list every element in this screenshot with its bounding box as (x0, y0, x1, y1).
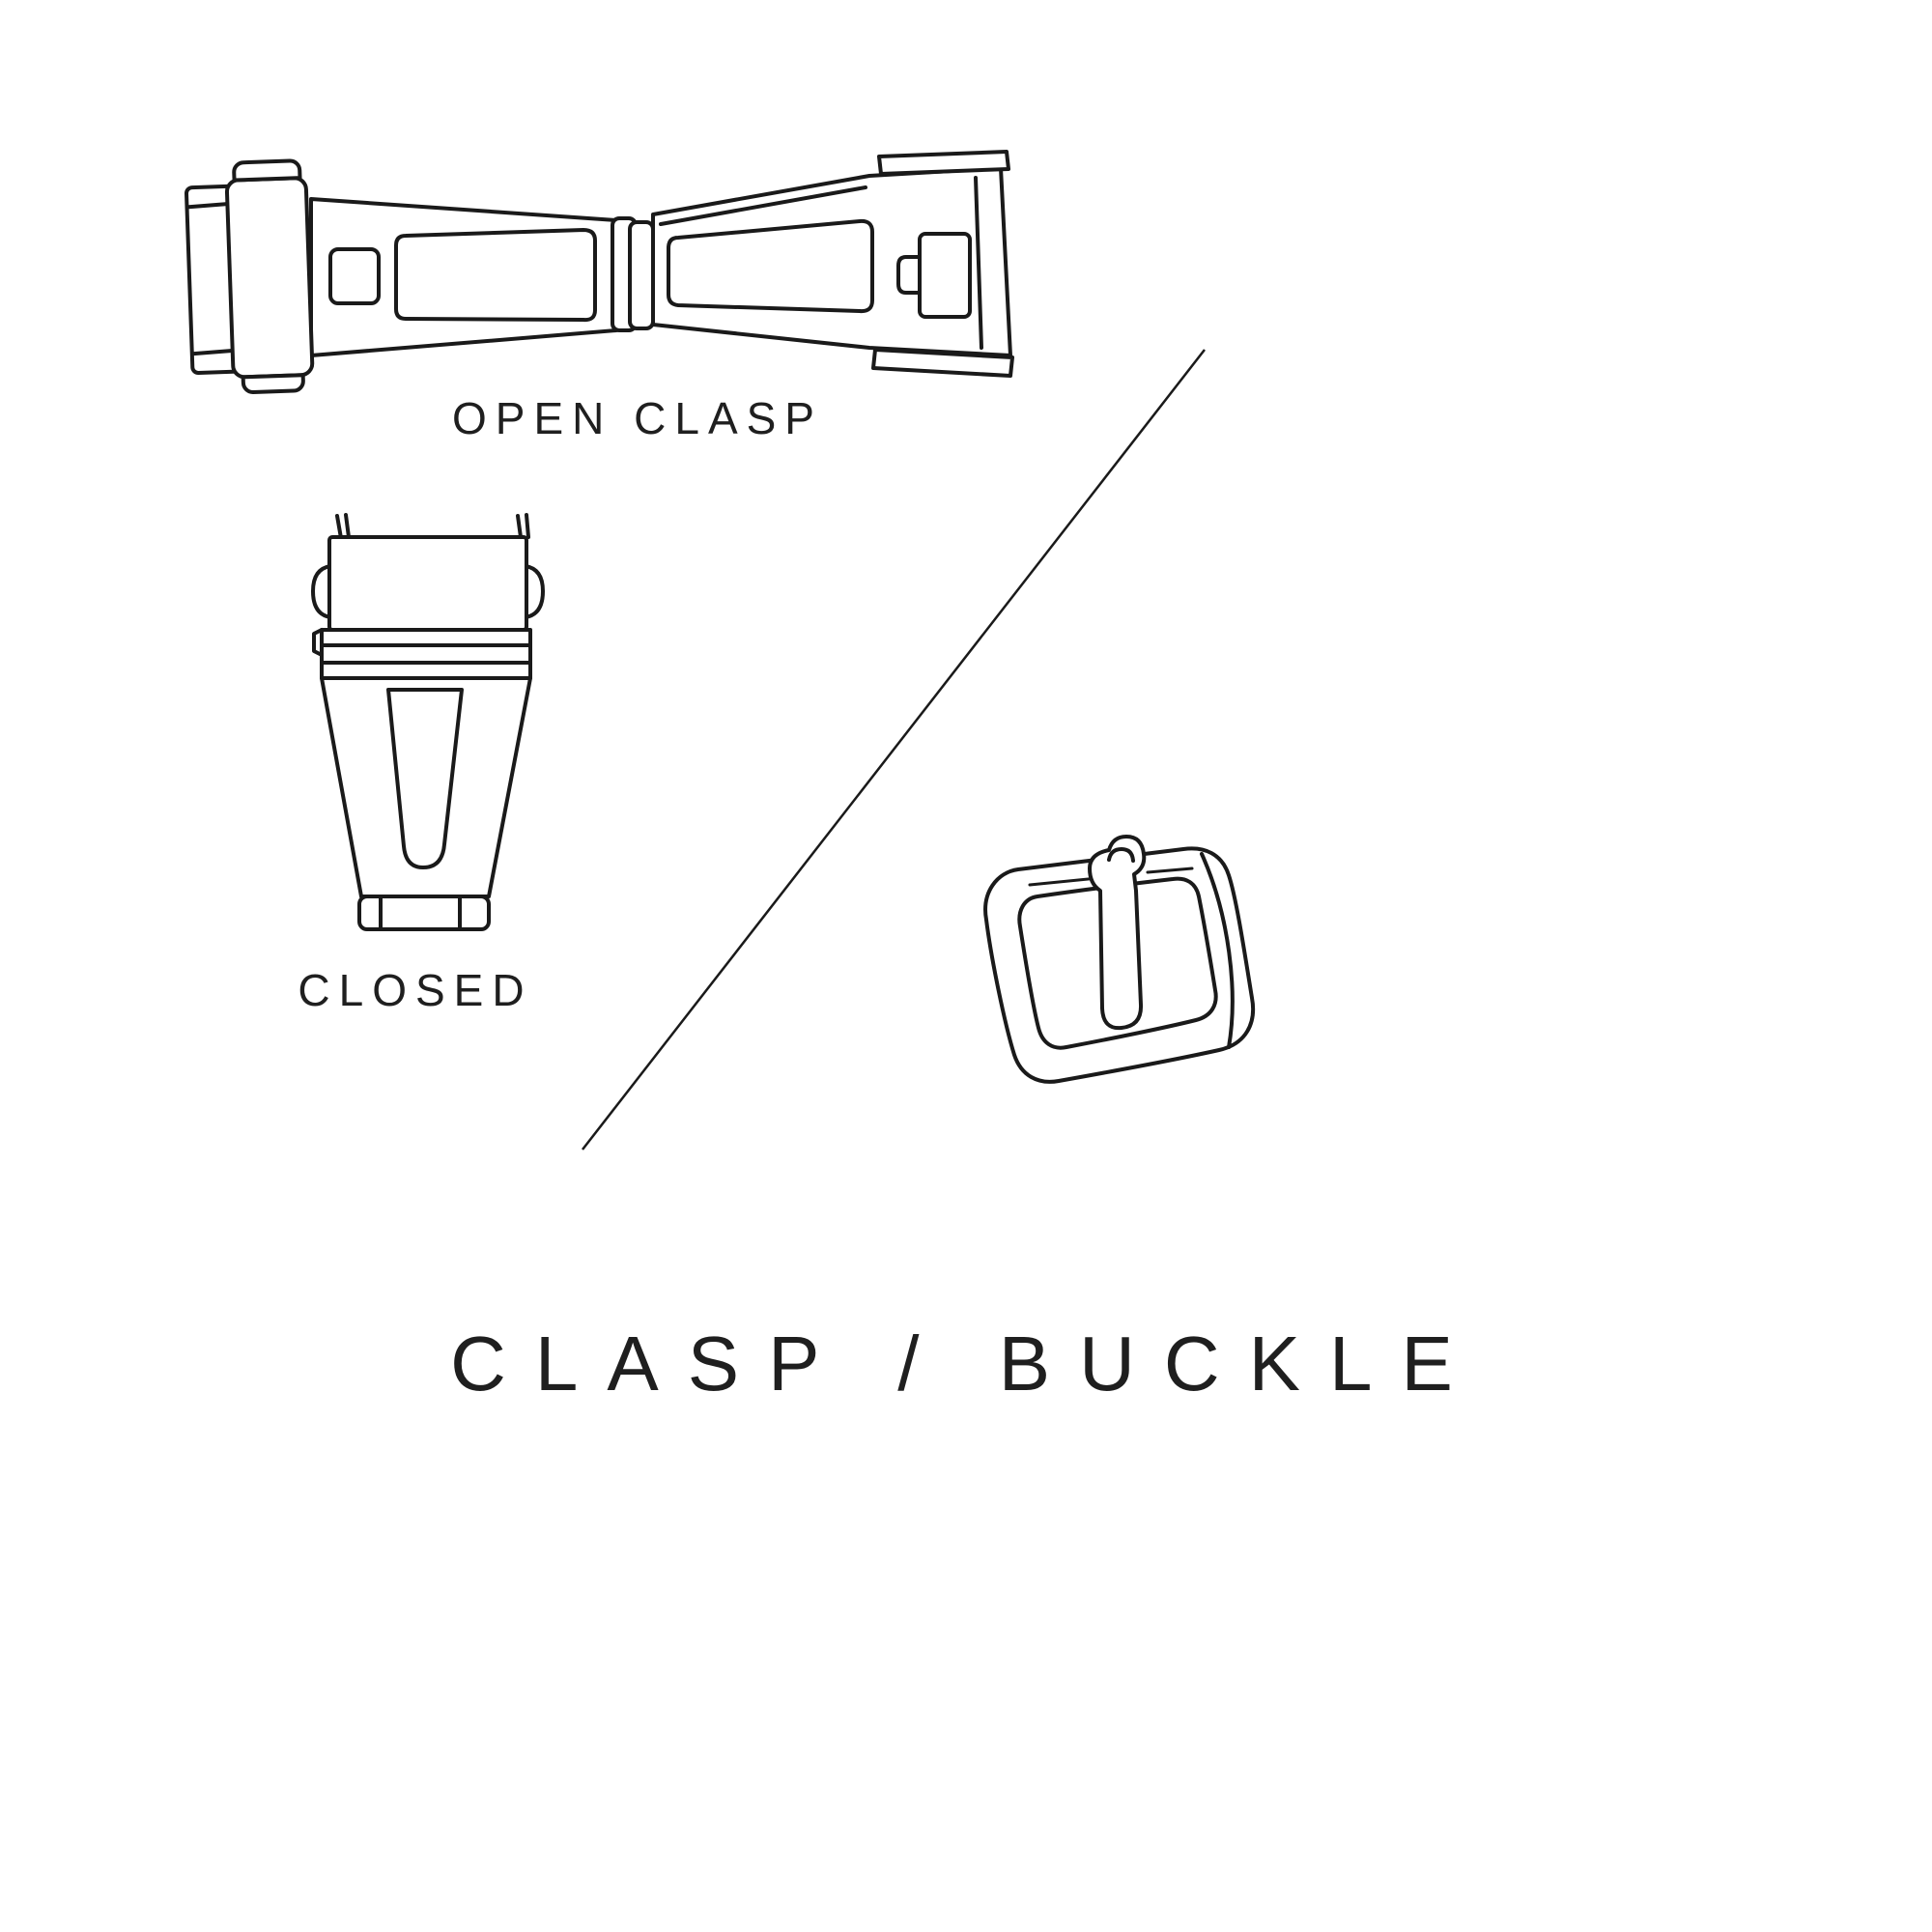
diagram-title: CLASP / BUCKLE (450, 1321, 1482, 1406)
buckle-prong (1088, 835, 1147, 1031)
open-clasp-hinge-bar-2 (628, 220, 655, 330)
open-clasp-left-roller (224, 176, 315, 380)
open-clasp-right-tab-top (877, 150, 1010, 176)
open-clasp-left-tab-bottom (241, 373, 305, 394)
closed-clasp-ear-right (524, 564, 545, 619)
open-clasp-right-tab-bottom (871, 348, 1014, 378)
open-clasp-left-inner (394, 228, 597, 323)
open-clasp-right-end-line (974, 176, 983, 350)
buckle-prong-loop (1107, 847, 1135, 863)
closed-clasp-pin-left (335, 513, 351, 540)
tang-buckle-drawing (983, 835, 1256, 1084)
closed-clasp-inner-tongue (386, 688, 464, 869)
closed-clasp-end-bar (357, 895, 491, 931)
closed-clasp-body (320, 676, 532, 898)
diagonal-divider-line (582, 349, 1206, 1151)
open-clasp-right-catch (918, 232, 972, 319)
open-clasp-right-hook (896, 255, 922, 295)
open-clasp-label: OPEN CLASP (452, 393, 823, 443)
open-clasp-left-catch (328, 247, 381, 305)
closed-clasp-band-notch (312, 628, 324, 657)
open-clasp-left-tab-top (232, 158, 302, 183)
open-clasp-right-inner (667, 218, 874, 314)
open-clasp-right-lip (659, 185, 867, 226)
buckle-right-bar-edge (1200, 852, 1235, 1049)
closed-clasp-drawing (311, 513, 545, 931)
closed-clasp-band-section (320, 628, 532, 680)
closed-label: CLOSED (298, 965, 533, 1015)
closed-clasp-pin-right (516, 513, 530, 539)
open-clasp-drawing (185, 150, 1014, 394)
closed-clasp-top-block (327, 535, 528, 632)
closed-clasp-ear-left (311, 564, 332, 619)
